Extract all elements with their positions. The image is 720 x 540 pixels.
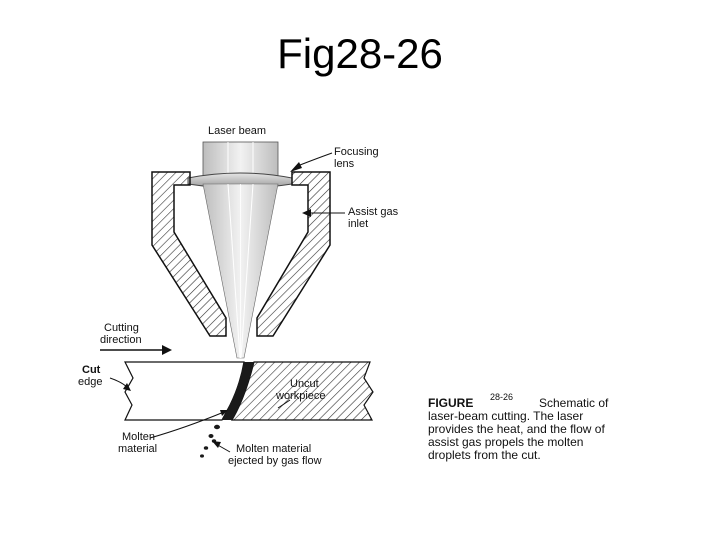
caption-line-4: assist gas propels the molten (428, 435, 583, 449)
slide-title: Fig28-26 (277, 30, 443, 77)
label-cutting-direction-1: Cutting (104, 322, 139, 334)
caption-figure-number: 28-26 (490, 392, 513, 402)
converging-beam (202, 183, 279, 359)
leader-lines (100, 152, 345, 453)
caption-line-3: provides the heat, and the flow of (428, 422, 605, 436)
label-assist-gas-1: Assist gas (348, 206, 399, 218)
ejected-droplets (200, 424, 220, 458)
label-uncut-2: workpiece (275, 390, 326, 402)
label-molten-1: Molten (122, 431, 155, 443)
label-cut-edge-1: Cut (82, 364, 101, 376)
label-assist-gas-2: inlet (348, 218, 368, 230)
label-laser-beam: Laser beam (208, 125, 266, 137)
caption-figure-word: FIGURE (428, 396, 473, 410)
label-cut-edge-2: edge (78, 376, 102, 388)
nozzle-left-wall (151, 171, 227, 337)
label-cutting-direction-2: direction (100, 334, 142, 346)
label-focusing-lens-1: Focusing (334, 146, 379, 158)
caption-line-2: laser-beam cutting. The laser (428, 409, 583, 423)
laser-beam-top (202, 141, 279, 177)
kerf-molten-material (222, 362, 254, 420)
label-molten-2: material (118, 443, 157, 455)
label-ejected-2: ejected by gas flow (228, 455, 322, 467)
label-focusing-lens-2: lens (334, 158, 355, 170)
figure-caption: FIGURE 28-26 Schematic of laser-beam cut… (428, 392, 609, 462)
label-uncut-1: Uncut (290, 378, 319, 390)
caption-line-5: droplets from the cut. (428, 448, 541, 462)
caption-line-1: Schematic of (539, 396, 609, 410)
label-ejected-1: Molten material (236, 443, 311, 455)
